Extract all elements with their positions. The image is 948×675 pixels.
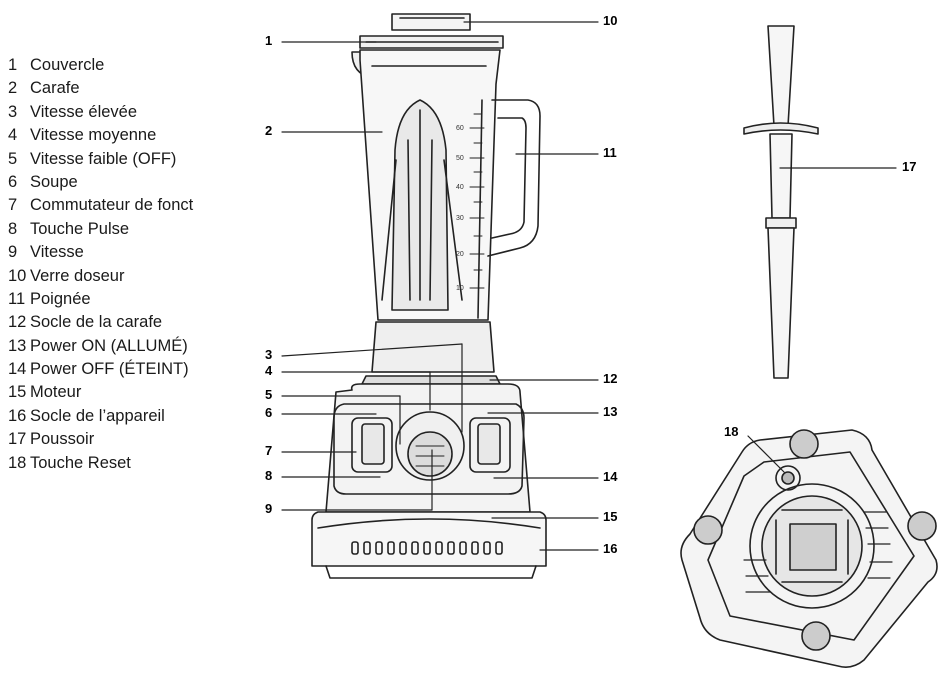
legend-text: Vitesse <box>30 243 84 262</box>
legend-item: 5 Vitesse faible (OFF) <box>8 148 193 171</box>
legend-text: Socle de la carafe <box>30 313 163 332</box>
legend-text: Commutateur de fonct <box>30 196 194 215</box>
legend-number: 8 <box>8 219 18 238</box>
scale-label: 10 <box>456 285 464 292</box>
legend-text: Carafe <box>30 79 80 98</box>
motor-base <box>311 375 547 579</box>
callout-5: 5 <box>265 387 273 402</box>
legend-text: Touche Pulse <box>30 219 130 238</box>
base-bottom-view <box>680 429 938 668</box>
callout-13: 13 <box>603 404 618 419</box>
legend-item: 2 Carafe <box>8 77 193 100</box>
callout-6: 6 <box>265 405 273 420</box>
legend-item: 6 Soupe <box>8 171 193 194</box>
legend-text: Touche Reset <box>30 453 131 472</box>
legend-text: Socle de l’appareil <box>30 406 165 425</box>
jar <box>359 49 541 373</box>
legend-text: Soupe <box>30 172 78 191</box>
legend-number: 10 <box>8 266 27 285</box>
legend-number: 7 <box>8 196 18 215</box>
callout-3: 3 <box>265 347 273 362</box>
legend-text: Vitesse faible (OFF) <box>30 149 177 168</box>
legend-text: Poussoir <box>30 430 95 449</box>
legend-number: 6 <box>8 172 18 191</box>
scale-label: 50 <box>456 155 464 162</box>
callout-12: 12 <box>603 371 618 386</box>
legend-number: 13 <box>8 336 27 355</box>
callout-18: 18 <box>724 424 739 439</box>
callout-4: 4 <box>265 363 273 378</box>
legend-number: 15 <box>8 383 27 402</box>
legend-number: 11 <box>8 289 26 308</box>
tamper <box>743 25 819 379</box>
callout-8: 8 <box>265 468 273 483</box>
callout-11: 11 <box>603 145 617 160</box>
legend-number: 1 <box>8 56 18 74</box>
legend-text: Poignée <box>30 289 91 308</box>
callout-16: 16 <box>603 541 618 556</box>
legend-number: 12 <box>8 313 27 332</box>
scale-label: 20 <box>456 251 464 258</box>
legend-text: Power OFF (ÉTEINT) <box>30 360 189 379</box>
callout-17: 17 <box>902 159 917 174</box>
vent-slots <box>351 541 503 555</box>
legend-number: 3 <box>8 102 18 121</box>
scale-label: 60 <box>456 125 464 132</box>
legend-number: 17 <box>8 430 27 449</box>
legend-number: 16 <box>8 406 27 425</box>
legend-number: 4 <box>8 126 18 145</box>
legend-text: Vitesse élevée <box>30 102 138 121</box>
callout-10: 10 <box>603 13 618 28</box>
legend-number: 2 <box>8 79 18 98</box>
measuring-cup <box>391 13 471 31</box>
callout-15: 15 <box>603 509 618 524</box>
callout-9: 9 <box>265 501 273 516</box>
legend-text: Power ON (ALLUMÉ) <box>30 336 188 355</box>
legend-item: 9 Vitesse <box>8 241 193 264</box>
legend-text: Moteur <box>30 383 82 402</box>
callout-14: 14 <box>603 469 618 484</box>
legend-number: 5 <box>8 149 18 168</box>
legend-item: 3 Vitesse élevée <box>8 101 193 124</box>
legend-number: 9 <box>8 243 18 262</box>
callout-1: 1 <box>265 33 273 48</box>
legend-number: 14 <box>8 360 27 379</box>
legend-item: 7 Commutateur de fonct <box>8 194 193 217</box>
legend-item: 4 Vitesse moyenne <box>8 124 193 147</box>
legend-text: Vitesse moyenne <box>30 126 157 145</box>
scale-label: 40 <box>456 184 464 191</box>
legend-item: 8 Touche Pulse <box>8 218 193 241</box>
leader-lines <box>281 21 897 551</box>
legend-text: Couvercle <box>30 56 105 74</box>
scale-label: 30 <box>456 215 464 222</box>
legend-text: Verre doseur <box>30 266 125 285</box>
legend-item: 1 Couvercle <box>8 54 193 77</box>
callout-2: 2 <box>265 123 273 138</box>
callout-7: 7 <box>265 443 273 458</box>
legend-number: 18 <box>8 453 27 472</box>
